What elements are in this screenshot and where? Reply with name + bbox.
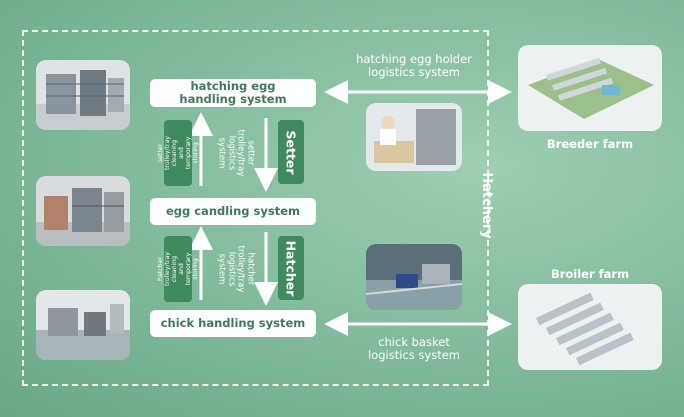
hatcher-trolley-label-box: hatcher trolley/tray logistics system	[213, 236, 257, 302]
hatchery-label: Hatchery	[478, 171, 494, 239]
chick-handling-label: chick handling system	[160, 316, 306, 330]
egg-candling-pill: egg candling system	[150, 198, 316, 225]
setter-cleaning-badge: setter trolley/tray cleaning and tempora…	[157, 120, 199, 186]
broiler-farm-photo	[518, 284, 662, 370]
setter-cleaning-text: setter trolley/tray cleaning and tempora…	[157, 135, 199, 171]
hatcher-label: Hatcher	[283, 240, 299, 296]
setter-badge: Setter	[278, 120, 304, 184]
setter-label: Setter	[283, 129, 299, 175]
chick-handling-photo	[36, 290, 130, 360]
chick-basket-logistics-label: chick basket logistics system	[368, 335, 460, 362]
egg-candling-label: egg candling system	[165, 204, 301, 218]
egg-holder-logistics-label: hatching egg holder logistics system	[356, 52, 472, 79]
hatchery-label-box: Hatchery	[474, 165, 498, 245]
hatching-egg-photo	[36, 60, 130, 130]
breeder-farm-photo	[518, 45, 662, 131]
setter-trolley-text: setter trolley/tray logistics system	[216, 129, 256, 177]
hatchery-boundary	[22, 30, 489, 386]
hatcher-cleaning-badge: hatcher trolley/tray cleaning and tempor…	[157, 236, 199, 302]
breeder-farm-label: Breeder farm	[546, 137, 634, 151]
egg-holder-photo	[366, 103, 462, 171]
broiler-farm-label: Broiler farm	[550, 267, 630, 281]
hatcher-trolley-text: hatcher trolley/tray logistics system	[216, 245, 256, 293]
hatching-egg-handling-label: hatching egg handling system	[179, 79, 287, 106]
setter-trolley-label-box: setter trolley/tray logistics system	[213, 120, 257, 186]
hatcher-cleaning-text: hatcher trolley/tray cleaning and tempor…	[157, 251, 200, 287]
hatcher-badge: Hatcher	[278, 236, 304, 300]
hatching-egg-handling-pill: hatching egg handling system	[150, 79, 316, 107]
egg-candling-photo	[36, 176, 130, 246]
chick-handling-pill: chick handling system	[150, 310, 316, 337]
chick-basket-photo	[366, 244, 462, 310]
